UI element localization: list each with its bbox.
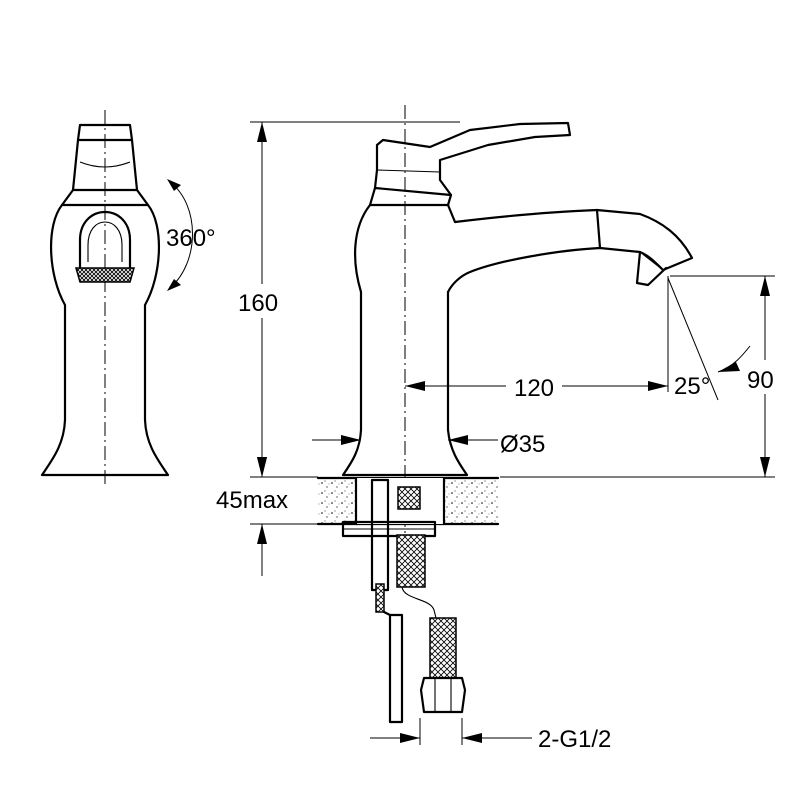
lever-handle	[368, 121, 572, 207]
hex-nut	[419, 676, 467, 714]
supply-rod	[388, 613, 404, 724]
deck-thickness-label: 45max	[216, 487, 288, 514]
flex-hose-lower	[429, 617, 457, 679]
spout-angle-label: 25°	[674, 373, 710, 400]
spout	[446, 208, 694, 294]
spout-opening	[78, 210, 132, 270]
dimension-lines: 160 45max Ø35 120 25°	[214, 121, 784, 753]
front-view: 360°	[40, 110, 216, 485]
side-view	[316, 105, 694, 724]
flex-hose-upper	[396, 534, 426, 588]
aerator	[75, 267, 135, 283]
lever-body	[60, 138, 150, 207]
front-body	[40, 203, 170, 477]
side-body	[341, 203, 469, 477]
rotation-arc	[169, 181, 193, 289]
reach-label: 120	[514, 375, 554, 402]
base-diameter-label: Ø35	[500, 431, 545, 458]
spout-height-label: 90	[747, 367, 774, 394]
connection-label: 2-G1/2	[538, 726, 611, 753]
swivel-angle-label: 360°	[166, 225, 216, 252]
height-label: 160	[238, 290, 278, 317]
